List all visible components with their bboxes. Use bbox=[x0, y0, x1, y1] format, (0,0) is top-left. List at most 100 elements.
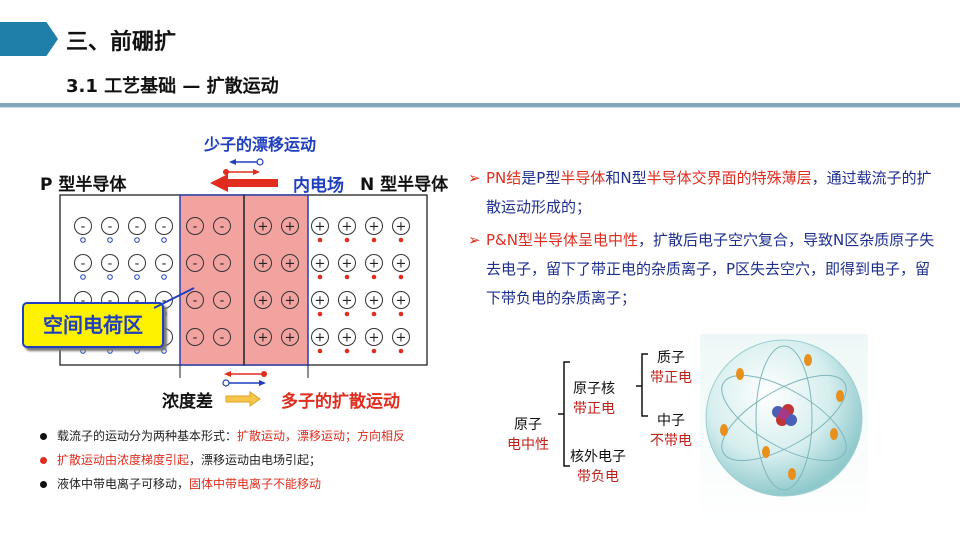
donor-sign: + bbox=[396, 294, 407, 309]
donor-sign: + bbox=[315, 220, 326, 235]
electron-icon bbox=[371, 348, 377, 354]
p-type-label: P 型半导体 bbox=[40, 175, 127, 195]
acceptor-ion-icon bbox=[186, 291, 204, 309]
electron-icon bbox=[398, 274, 404, 280]
donor-sign: + bbox=[369, 294, 380, 309]
callout-pointer bbox=[153, 287, 195, 309]
acceptor-sign: - bbox=[193, 220, 198, 235]
electron-sub-label: 带负电 bbox=[577, 469, 619, 485]
acceptor-sign: - bbox=[81, 220, 86, 235]
space-charge-label: 空间电荷区 bbox=[43, 313, 143, 337]
donor-sign: + bbox=[315, 294, 326, 309]
arrow-bullet-icon: ➢ bbox=[468, 231, 481, 249]
donor-sign: + bbox=[258, 220, 269, 235]
electron-icon bbox=[398, 237, 404, 243]
donor-sign: + bbox=[285, 294, 296, 309]
donor-ion-icon bbox=[338, 254, 356, 272]
acceptor-sign: - bbox=[193, 331, 198, 346]
atom-sub-label: 电中性 bbox=[507, 437, 549, 453]
donor-sign: + bbox=[342, 220, 353, 235]
acceptor-ion-icon bbox=[213, 328, 231, 346]
text-span: 和N型 bbox=[605, 169, 647, 187]
hole-icon bbox=[80, 237, 86, 243]
bullet-highlight: 扩散运动，漂移运动；方向相反 bbox=[237, 429, 406, 443]
drift-electron-arrow-icon bbox=[223, 158, 264, 175]
hole-icon bbox=[80, 274, 86, 280]
electron-icon bbox=[371, 274, 377, 280]
acceptor-sign: - bbox=[193, 294, 198, 309]
donor-ion-icon bbox=[338, 217, 356, 235]
donor-ion-icon bbox=[338, 328, 356, 346]
acceptor-ion-icon bbox=[186, 217, 204, 235]
bullet-text: 液体中带电离子可移动， bbox=[57, 477, 190, 491]
donor-sign: + bbox=[342, 294, 353, 309]
concentration-arrow-icon bbox=[225, 391, 261, 407]
header-divider bbox=[0, 103, 960, 107]
drift-motion-title: 少子的漂移运动 bbox=[204, 135, 317, 154]
text-highlight: 半导体交界面的特殊薄层 bbox=[646, 169, 812, 187]
acceptor-sign: - bbox=[108, 257, 113, 272]
donor-sign: + bbox=[342, 331, 353, 346]
donor-sign: + bbox=[369, 220, 380, 235]
electron-icon bbox=[344, 237, 350, 243]
arrow-bullet-icon: ➢ bbox=[468, 169, 481, 187]
donor-ion-icon bbox=[281, 291, 299, 309]
hole-icon bbox=[107, 237, 113, 243]
space-charge-callout: 空间电荷区 bbox=[22, 302, 164, 348]
pn-term: PN结 bbox=[486, 169, 522, 187]
acceptor-ion-icon bbox=[128, 254, 146, 272]
donor-sign: + bbox=[285, 331, 296, 346]
explanation-paragraph-2: ➢ P&N型半导体呈电中性，扩散后电子空穴复合，导致N区杂质原子失去电子，留下了… bbox=[468, 226, 938, 313]
proton-sub-label: 带正电 bbox=[650, 370, 692, 386]
acceptor-ion-icon bbox=[155, 217, 173, 235]
bullet-highlight: 扩散运动由浓度梯度引起 bbox=[57, 453, 190, 467]
donor-sign: + bbox=[258, 294, 269, 309]
donor-ion-icon bbox=[392, 217, 410, 235]
bullet-item: 载流子的运动分为两种基本形式：扩散运动，漂移运动；方向相反 bbox=[40, 424, 405, 448]
bullet-dot-icon bbox=[40, 480, 47, 488]
acceptor-sign: - bbox=[220, 220, 225, 235]
majority-diffusion-label: 多子的扩散运动 bbox=[281, 392, 400, 412]
bullet-item: 液体中带电离子可移动，固体中带电离子不能移动 bbox=[40, 472, 405, 496]
acceptor-sign: - bbox=[162, 294, 167, 309]
donor-sign: + bbox=[258, 257, 269, 272]
hole-icon bbox=[107, 348, 113, 354]
atom-tree-brackets bbox=[558, 353, 648, 467]
neutron-label: 中子 bbox=[657, 413, 685, 429]
hole-icon bbox=[134, 274, 140, 280]
page-title: 三、前硼扩 bbox=[66, 30, 177, 55]
electron-icon bbox=[317, 311, 323, 317]
bullet-highlight: 固体中带电离子不能移动 bbox=[189, 477, 322, 491]
donor-sign: + bbox=[369, 257, 380, 272]
electron-icon bbox=[344, 348, 350, 354]
electron-icon bbox=[398, 311, 404, 317]
hole-icon bbox=[80, 348, 86, 354]
donor-ion-icon bbox=[254, 217, 272, 235]
electron-icon bbox=[344, 311, 350, 317]
bullet-text: 载流子的运动分为两种基本形式： bbox=[57, 429, 238, 443]
tree-neutron: 中子 不带电 bbox=[650, 410, 692, 450]
text-highlight: P&N型半导体呈电中性 bbox=[486, 231, 638, 249]
acceptor-sign: - bbox=[81, 257, 86, 272]
acceptor-sign: - bbox=[135, 294, 140, 309]
atom-label: 原子 bbox=[514, 417, 542, 433]
hole-icon bbox=[161, 237, 167, 243]
pn-explanation: ➢ PN结是P型半导体和N型半导体交界面的特殊薄层，通过载流子的扩散运动形成的；… bbox=[468, 164, 938, 313]
acceptor-ion-icon bbox=[186, 254, 204, 272]
donor-ion-icon bbox=[365, 291, 383, 309]
donor-sign: + bbox=[396, 220, 407, 235]
acceptor-ion-icon bbox=[155, 254, 173, 272]
acceptor-ion-icon bbox=[74, 217, 92, 235]
acceptor-sign: - bbox=[220, 294, 225, 309]
hole-icon bbox=[107, 274, 113, 280]
proton-label: 质子 bbox=[657, 350, 685, 366]
acceptor-sign: - bbox=[108, 220, 113, 235]
donor-ion-icon bbox=[365, 328, 383, 346]
acceptor-sign: - bbox=[135, 257, 140, 272]
acceptor-sign: - bbox=[81, 294, 86, 309]
field-direction-arrow-icon bbox=[210, 174, 278, 192]
acceptor-ion-icon bbox=[213, 217, 231, 235]
nucleus-sub-label: 带正电 bbox=[573, 401, 615, 417]
bullet-list: 载流子的运动分为两种基本形式：扩散运动，漂移运动；方向相反 扩散运动由浓度梯度引… bbox=[40, 424, 405, 496]
nucleus-icon bbox=[772, 404, 797, 426]
